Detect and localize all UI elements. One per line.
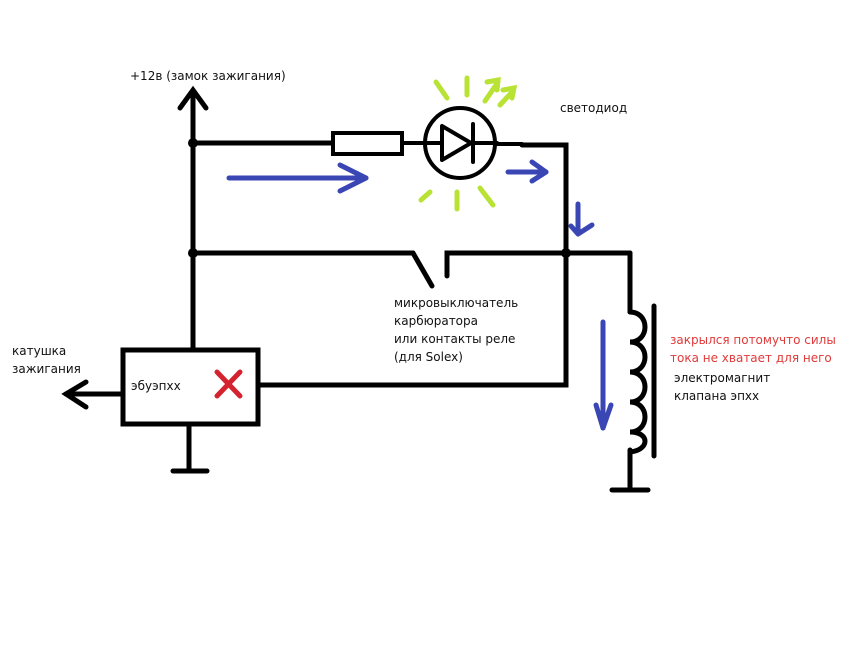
- ecu-box[interactable]: [120, 347, 261, 427]
- ignition-coil-label-line: катушка: [12, 344, 67, 358]
- current-arrow-down-small-icon: [568, 201, 595, 237]
- ground-ecu-icon: [170, 421, 210, 474]
- led-glow-rays: [418, 75, 496, 212]
- current-arrow-main-icon: [226, 162, 369, 194]
- microswitch-label-line: или контакты реле: [394, 332, 516, 346]
- solenoid-label-line: электромагнит: [674, 371, 771, 385]
- microswitch[interactable]: [410, 250, 435, 289]
- return-wire: [255, 250, 569, 388]
- led: [423, 106, 499, 180]
- fault-x-icon: [214, 369, 243, 399]
- fault-note-line: закрылся потомучто силы: [670, 333, 836, 347]
- ecu-label: эбуэпхх: [131, 379, 181, 393]
- led-label: светодиод: [560, 101, 628, 115]
- supply-label: +12в (замок зажигания): [130, 69, 286, 83]
- ignition-coil-arrow-icon: [61, 379, 126, 410]
- ignition-coil-label-line: зажигания: [12, 362, 81, 376]
- middle-branch-wire: [190, 250, 633, 279]
- microswitch-label-line: микровыключатель: [394, 296, 519, 310]
- top-branch-wire: [190, 140, 569, 256]
- solenoid-coil: [627, 250, 657, 493]
- resistor: [331, 131, 404, 156]
- led-emission-arrows-icon: [482, 76, 518, 108]
- microswitch-label-line: карбюратора: [394, 314, 478, 328]
- current-arrow-coil-icon: [593, 319, 614, 431]
- current-arrow-led-icon: [505, 159, 549, 184]
- fault-note-line: тока не хватает для него: [670, 351, 832, 365]
- solenoid-label-line: клапана эпхх: [674, 389, 760, 403]
- supply-arrow-icon: [177, 85, 209, 111]
- microswitch-label-line: (для Solex): [394, 350, 463, 364]
